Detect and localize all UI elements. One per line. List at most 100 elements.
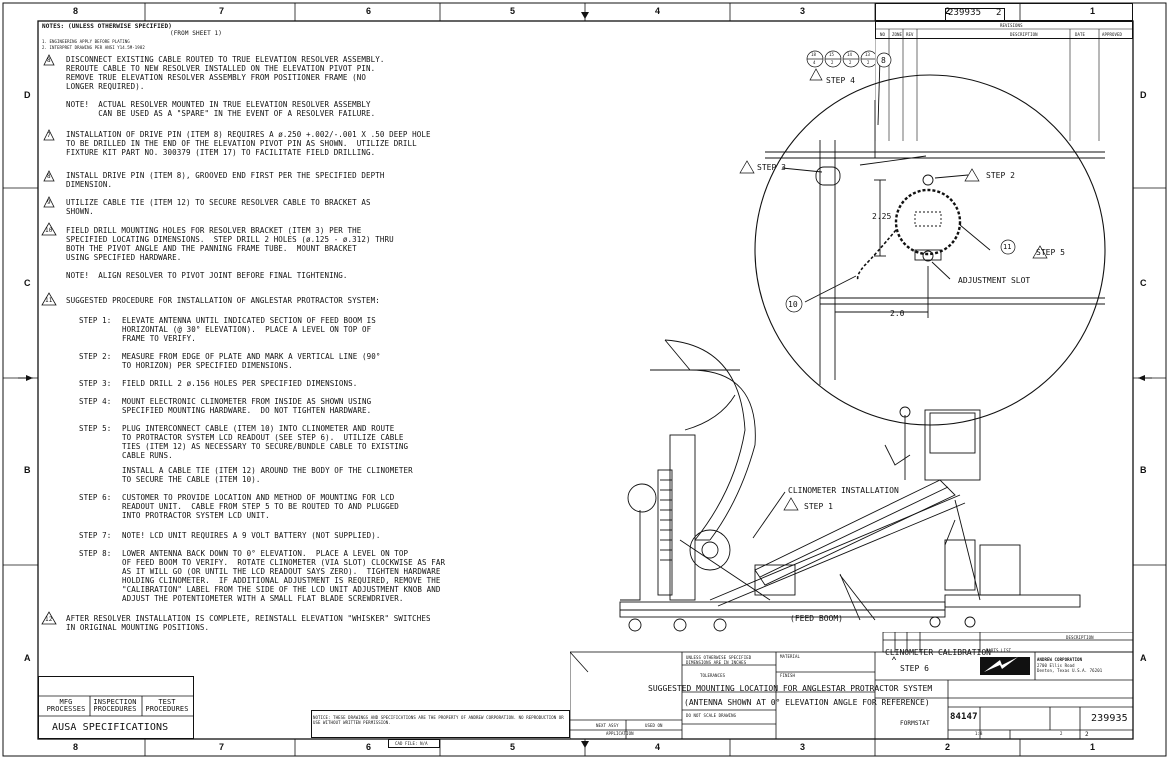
cad-file-box: [388, 739, 440, 748]
zone-bottom-2: 2: [945, 742, 951, 752]
step-3-label: STEP 3:: [79, 379, 112, 388]
note-8a-text: DISCONNECT EXISTING CABLE ROUTED TO TRUE…: [66, 55, 385, 91]
proprietary-box: [311, 710, 570, 738]
zone-left-d: D: [24, 90, 31, 100]
step-8-text: LOWER ANTENNA BACK DOWN TO 0° ELEVATION.…: [122, 549, 446, 603]
note-10-flag: 10: [45, 227, 53, 234]
proprietary-notice: NOTICE: THESE DRAWINGS AND SPECIFICATION…: [313, 715, 564, 725]
note-7-flag: 7: [47, 132, 51, 139]
note-flags: [41, 54, 57, 625]
zone-right-c: C: [1140, 278, 1147, 288]
step-8-label: STEP 8:: [79, 549, 112, 558]
balloon-18-qty: 4: [813, 60, 816, 65]
zone-bottom-5: 5: [510, 742, 516, 752]
spec-inspection-procedures: INSPECTION PROCEDURES: [93, 698, 137, 713]
dwg-no: 239935: [1091, 713, 1128, 724]
step-5-label: STEP 5:: [79, 424, 112, 433]
balloon-13: 13: [865, 52, 871, 57]
tolerances-header: UNLESS OTHERWISE SPECIFIED DIMENSIONS AR…: [686, 655, 752, 665]
finish-label: FINISH: [780, 673, 796, 678]
zone-bottom-4: 4: [655, 742, 661, 752]
detail-dim-20: 2.0: [890, 309, 905, 318]
spec-box-grid: [38, 695, 194, 717]
rev-hdr-date: DATE: [1075, 32, 1086, 37]
detail-adjust-slot: ADJUSTMENT SLOT: [958, 276, 1031, 285]
code-ident: 84147: [950, 712, 978, 722]
step-1-text: ELEVATE ANTENNA UNTIL INDICATED SECTION …: [122, 316, 376, 343]
note-9-text: UTILIZE CABLE TIE (ITEM 12) TO SECURE RE…: [66, 198, 371, 216]
zone-left-c: C: [24, 278, 31, 288]
company-name: ANDREW CORPORATION: [1037, 657, 1083, 662]
detail-step5: STEP 5: [1036, 248, 1065, 257]
balloon-15: 15: [829, 52, 835, 57]
note-spare-text: NOTE! ACTUAL RESOLVER MOUNTED IN TRUE EL…: [66, 100, 376, 118]
detail-item12: 11: [1003, 243, 1012, 251]
zone-bottom-3: 3: [800, 742, 806, 752]
zone-bottom-1: 1: [1090, 742, 1096, 752]
dwg-number-field-top: [945, 8, 1005, 21]
step1-label: STEP 1: [804, 502, 833, 511]
zone-top-1: 1: [1090, 6, 1096, 16]
zone-bottom-7: 7: [219, 742, 225, 752]
zone-left-b: B: [24, 465, 31, 475]
item-balloons: [806, 50, 875, 68]
title-block-grid: [570, 632, 1133, 739]
step-2-label: STEP 2:: [79, 352, 112, 361]
notes-small-1: 1. ENGINEERING APPLY BEFORE PLATING: [42, 39, 130, 44]
rev-hdr-no: NO: [880, 32, 886, 37]
clinometer-calibration-label: CLINOMETER CALIBRATION: [885, 648, 991, 657]
spec-box: [38, 676, 194, 739]
balloon-15-qty: 2: [831, 60, 834, 65]
zone-bottom-8: 8: [73, 742, 79, 752]
detail-item10: 10: [788, 300, 798, 309]
spec-mfg-processes: MFG PROCESSES: [46, 698, 86, 713]
feed-boom-label: (FEED BOOM): [790, 614, 843, 623]
do-not-scale: DO NOT SCALE DRAWING: [686, 713, 737, 718]
spec-test-procedures: TEST PROCEDURES: [145, 698, 189, 713]
sheet-number: 2: [1060, 731, 1063, 736]
detail-step2: STEP 2: [986, 171, 1015, 180]
tolerances-label: TOLERANCES: [700, 673, 726, 678]
notes-small-2: 2. INTERPRET DRAWING PER ANSI Y14.5M-198…: [42, 45, 145, 50]
step-4-text: MOUNT ELECTRONIC CLINOMETER FROM INSIDE …: [122, 397, 372, 415]
note-11-text: SUGGESTED PROCEDURE FOR INSTALLATION OF …: [66, 296, 380, 305]
company-address: 2700 Ellis Road Denton, Texas U.S.A. 762…: [1037, 663, 1103, 673]
note-8-flag: 8: [47, 173, 51, 180]
step-4-label: STEP 4:: [79, 397, 112, 406]
note-10-text: FIELD DRILL MOUNTING HOLES FOR RESOLVER …: [66, 226, 394, 262]
step6-label: STEP 6: [900, 664, 929, 673]
zone-top-3: 3: [800, 6, 806, 16]
detail-item8: 8: [881, 56, 886, 65]
note-7-text: INSTALLATION OF DRIVE PIN (ITEM 8) REQUI…: [66, 130, 431, 157]
suggested-location-caption: SUGGESTED MOUNTING LOCATION FOR ANGLESTA…: [648, 684, 933, 693]
zone-top-5: 5: [510, 6, 516, 16]
scale-value: 1:8: [975, 731, 983, 736]
zone-right-b: B: [1140, 465, 1147, 475]
revisions-table: [875, 21, 1133, 39]
step-1-label: STEP 1:: [79, 316, 112, 325]
balloon-14-qty: 2: [849, 60, 852, 65]
rev-no: 2: [1085, 731, 1089, 738]
rev-hdr-desc: DESCRIPTION: [1010, 32, 1038, 37]
zone-left-a: A: [24, 653, 31, 663]
step-2-text: MEASURE FROM EDGE OF PLATE AND MARK A VE…: [122, 352, 381, 370]
balloon-14: 14: [847, 52, 853, 57]
note-8-text: INSTALL DRIVE PIN (ITEM 8), GROOVED END …: [66, 171, 385, 189]
detail-step3: STEP 3: [757, 163, 786, 172]
zone-top-7: 7: [219, 6, 225, 16]
description-header: DESCRIPTION: [1066, 635, 1094, 640]
clinometer-installation-label: CLINOMETER INSTALLATION: [788, 486, 899, 495]
revision-top: 2: [996, 8, 1002, 18]
antenna-shown-caption: (ANTENNA SHOWN AT 0° ELEVATION ANGLE FOR…: [684, 698, 930, 707]
zone-top-8: 8: [73, 6, 79, 16]
zone-top-6: 6: [366, 6, 372, 16]
zone-top-4: 4: [655, 6, 661, 16]
rev-hdr-zone: ZONE: [892, 32, 903, 37]
note-align-text: NOTE! ALIGN RESOLVER TO PIVOT JOINT BEFO…: [66, 271, 348, 280]
notes-header: NOTES: (UNLESS OTHERWISE SPECIFIED): [42, 23, 172, 30]
note-12-text: AFTER RESOLVER INSTALLATION IS COMPLETE,…: [66, 614, 431, 632]
next-assy-label: NEXT ASSY: [596, 723, 619, 728]
revisions-grid: [875, 21, 1133, 141]
application-label: APPLICATION: [606, 731, 634, 736]
technical-drawing: [619, 52, 1106, 660]
